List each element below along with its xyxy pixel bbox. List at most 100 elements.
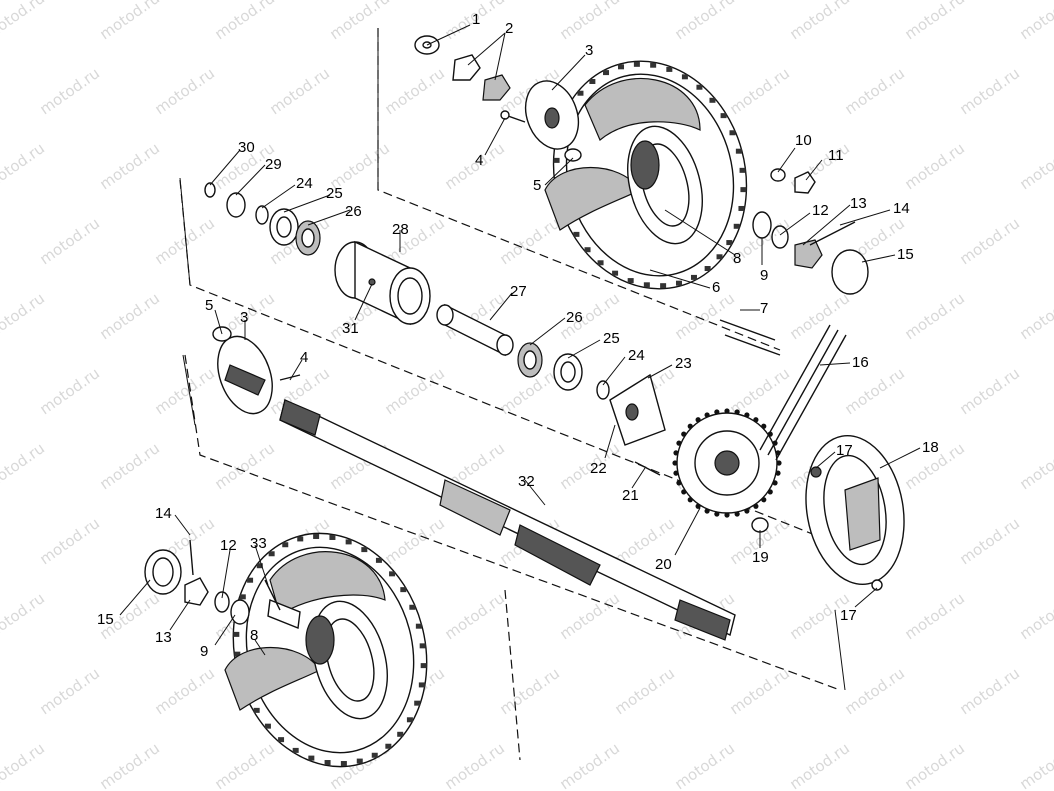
callout-24-left: 24 xyxy=(296,175,313,192)
callout-31: 31 xyxy=(342,320,359,337)
sprocket-tooth xyxy=(687,423,693,429)
watermark-text: motod.ru xyxy=(96,739,163,791)
callout-19: 19 xyxy=(752,549,769,566)
sprocket-tooth xyxy=(772,480,778,486)
tread-lug xyxy=(739,167,746,173)
watermark-text: motod.ru xyxy=(611,664,678,718)
watermark-text: motod.ru xyxy=(671,0,738,43)
callout-32: 32 xyxy=(518,473,535,490)
callout-14-bottom: 14 xyxy=(155,505,172,522)
tread-lug xyxy=(573,231,580,237)
watermark-text: motod.ru xyxy=(36,664,103,718)
watermark-text: motod.ru xyxy=(96,289,163,343)
callout-11: 11 xyxy=(828,147,844,164)
tread-lug xyxy=(716,254,723,260)
tread-lug xyxy=(633,61,640,67)
tread-lug xyxy=(419,643,426,649)
callout-27: 27 xyxy=(510,283,527,300)
top-hub xyxy=(524,80,580,150)
tread-lug xyxy=(650,62,657,68)
sprocket-tooth xyxy=(734,511,740,517)
sprocket-tooth xyxy=(734,409,740,415)
callout-leaders xyxy=(119,24,921,656)
tread-lug xyxy=(660,283,667,289)
sprocket-tooth xyxy=(673,450,679,456)
callout-7: 7 xyxy=(760,300,768,317)
callout-13-top: 13 xyxy=(850,195,867,212)
tread-lug xyxy=(584,247,591,253)
tread-lug xyxy=(627,278,634,284)
tread-lug xyxy=(400,587,407,593)
callout-12-top: 12 xyxy=(812,202,829,219)
watermark-text: motod.ru xyxy=(786,0,853,43)
watermark-text: motod.ru xyxy=(211,439,278,493)
sprocket-tooth xyxy=(761,423,767,429)
callout-4-left: 4 xyxy=(300,349,308,366)
callout-5-left: 5 xyxy=(205,297,213,314)
sprocket-tooth xyxy=(744,508,750,514)
watermark-text: motod.ru xyxy=(556,0,623,43)
callout-25-right: 25 xyxy=(603,330,620,347)
tread-lug xyxy=(729,130,736,136)
sprocket-tooth xyxy=(704,508,710,514)
watermark-text: motod.ru xyxy=(0,289,48,343)
tread-lug xyxy=(603,70,610,76)
callout-9-top: 9 xyxy=(760,267,768,284)
tread-lug xyxy=(356,758,363,764)
left-hub xyxy=(217,335,273,415)
sprocket-tooth xyxy=(704,412,710,418)
tread-lug xyxy=(704,266,711,272)
callout-12-bottom: 12 xyxy=(220,537,237,554)
callout-26-left: 26 xyxy=(345,203,362,220)
tread-lug xyxy=(406,717,413,723)
watermark-text: motod.ru xyxy=(956,664,1023,718)
tread-lug xyxy=(385,743,392,749)
tread-lug xyxy=(690,274,697,280)
watermark-text: motod.ru xyxy=(441,739,508,791)
watermark-text: motod.ru xyxy=(841,64,908,118)
tread-lug xyxy=(256,563,263,569)
callout-8-bottom: 8 xyxy=(250,627,258,644)
watermark-text: motod.ru xyxy=(901,289,968,343)
sprocket-tooth xyxy=(776,460,782,466)
tread-lug xyxy=(414,700,421,706)
tread-lug xyxy=(409,604,416,610)
watermark-text: motod.ru xyxy=(381,514,448,568)
tread-lug xyxy=(553,157,560,163)
tread-lug xyxy=(666,66,673,72)
callout-15-bottom: 15 xyxy=(97,611,114,628)
tread-lug xyxy=(709,97,716,103)
watermark-text: motod.ru xyxy=(786,289,853,343)
sprocket-tooth xyxy=(724,408,730,414)
tread-lug xyxy=(612,270,619,276)
callout-6: 6 xyxy=(712,279,720,296)
tread-lug xyxy=(597,260,604,266)
tread-lug xyxy=(308,755,315,761)
tread-lug xyxy=(313,533,320,539)
callout-17-bottom: 17 xyxy=(840,607,857,624)
callout-23: 23 xyxy=(675,355,692,372)
watermark-text: motod.ru xyxy=(36,514,103,568)
callout-29: 29 xyxy=(265,156,282,173)
tread-lug xyxy=(389,571,396,577)
axle-shaft xyxy=(279,398,736,641)
sprocket-tooth xyxy=(775,470,781,476)
tread-lug xyxy=(733,223,740,229)
tread-lug xyxy=(297,536,304,542)
sprocket-tooth xyxy=(672,460,678,466)
tread-lug xyxy=(329,534,336,540)
sprocket-tooth xyxy=(676,440,682,446)
tread-lug xyxy=(324,760,331,766)
callout-10: 10 xyxy=(795,132,812,149)
watermark-text: motod.ru xyxy=(211,0,278,43)
callout-2: 2 xyxy=(505,20,513,37)
watermark-text: motod.ru xyxy=(841,664,908,718)
tread-lug xyxy=(726,240,733,246)
watermark-text: motod.ru xyxy=(151,214,218,268)
sprocket-tooth xyxy=(753,503,759,509)
sprocket xyxy=(672,408,782,518)
tread-lug xyxy=(420,663,427,669)
callout-22: 22 xyxy=(590,460,607,477)
sprocket-tooth xyxy=(681,489,687,495)
watermark-text: motod.ru xyxy=(786,739,853,791)
